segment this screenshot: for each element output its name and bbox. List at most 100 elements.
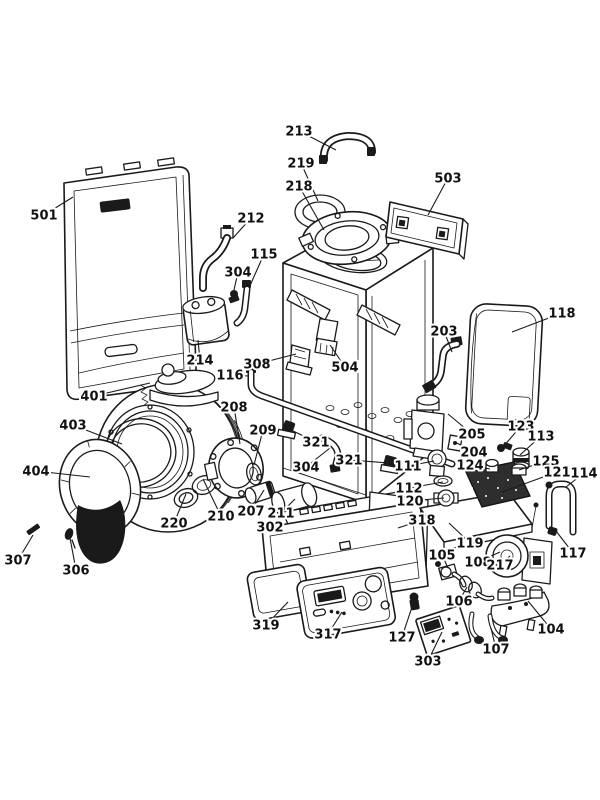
leader-line-318 xyxy=(397,519,423,529)
leader-line-504 xyxy=(329,344,346,368)
part-callout-108: 108 xyxy=(464,556,491,571)
part-callout-213: 213 xyxy=(285,125,312,140)
leader-line-304 xyxy=(305,447,331,468)
part-callout-403: 403 xyxy=(59,419,86,434)
part-callout-503: 503 xyxy=(434,172,461,187)
part-callout-114: 114 xyxy=(570,467,597,482)
leader-line-503 xyxy=(427,177,449,216)
leader-line-124 xyxy=(469,464,491,470)
leader-line-317 xyxy=(327,611,343,635)
part-callout-119: 119 xyxy=(456,537,483,552)
part-callout-317: 317 xyxy=(314,628,341,643)
distribution-pipe-116 xyxy=(246,364,456,468)
leader-line-321 xyxy=(348,459,390,464)
leader-line-107 xyxy=(490,627,497,650)
part-callout-401: 401 xyxy=(80,390,107,405)
pipe-212 xyxy=(199,225,234,292)
leader-line-127 xyxy=(401,600,415,638)
sleeve-211 xyxy=(271,482,318,515)
leader-line-214 xyxy=(197,339,201,361)
display-window xyxy=(313,585,347,607)
leader-line-212 xyxy=(232,217,252,239)
front-casing-panel xyxy=(63,157,197,401)
flange-208 xyxy=(203,437,264,499)
part-callout-104: 104 xyxy=(537,623,564,638)
part-callout-308: 308 xyxy=(243,358,270,373)
leader-line-203 xyxy=(443,330,453,353)
part-callout-318: 318 xyxy=(408,514,435,529)
bracket-204 xyxy=(447,434,463,452)
leader-line-208 xyxy=(233,406,241,445)
part-callout-115: 115 xyxy=(250,248,277,263)
part-callout-321: 321 xyxy=(335,454,362,469)
leader-line-120 xyxy=(409,497,445,502)
part-callout-321: 321 xyxy=(302,436,329,451)
leader-line-218 xyxy=(298,185,325,231)
fitting-207 xyxy=(244,480,276,505)
elbow-123 xyxy=(497,442,513,452)
part-callout-304: 304 xyxy=(292,461,319,476)
pipes-107 xyxy=(468,611,508,644)
part-callout-214: 214 xyxy=(186,354,213,369)
leader-line-219 xyxy=(300,162,319,202)
leader-line-209 xyxy=(253,429,264,466)
part-callout-127: 127 xyxy=(388,631,415,646)
fitting-124 xyxy=(485,458,499,473)
part-callout-125: 125 xyxy=(532,455,559,470)
leader-line-105 xyxy=(441,554,449,569)
part-callout-306: 306 xyxy=(62,564,89,579)
part-callout-218: 218 xyxy=(285,180,312,195)
leader-line-319 xyxy=(265,601,289,626)
leader-line-403 xyxy=(72,424,123,445)
part-callout-307: 307 xyxy=(4,554,31,569)
leader-line-303 xyxy=(427,631,443,662)
pipe-elbow-304 xyxy=(318,434,342,473)
part-callout-120: 120 xyxy=(396,495,423,510)
part-callout-205: 205 xyxy=(458,428,485,443)
part-callout-319: 319 xyxy=(252,619,279,634)
part-callout-123: 123 xyxy=(507,420,534,435)
leader-line-104 xyxy=(527,600,552,630)
part-callout-217: 217 xyxy=(486,559,513,574)
pump-volute-217 xyxy=(485,534,529,578)
leader-line-119 xyxy=(448,522,471,544)
electrode-307 xyxy=(26,523,41,536)
part-callout-113: 113 xyxy=(527,430,554,445)
return-pipe-114 xyxy=(545,480,577,536)
leader-line-113 xyxy=(519,435,542,456)
display-pcb-303 xyxy=(415,605,472,657)
fan-assembly-401 xyxy=(139,363,219,407)
leader-line-207 xyxy=(250,489,265,512)
leader-line-217 xyxy=(499,555,511,566)
part-callout-501: 501 xyxy=(30,209,57,224)
valve-111 xyxy=(427,449,447,478)
part-callout-220: 220 xyxy=(160,517,187,532)
part-callout-118: 118 xyxy=(548,307,575,322)
part-callout-304: 304 xyxy=(224,266,251,281)
trap-214 xyxy=(182,295,230,346)
fitting-106 xyxy=(459,575,495,601)
pipe-115 xyxy=(233,280,251,327)
leader-line-112 xyxy=(408,481,444,489)
part-callout-212: 212 xyxy=(237,212,264,227)
leader-line-211 xyxy=(280,498,296,514)
leader-line-204 xyxy=(454,441,475,453)
part-callout-404: 404 xyxy=(22,465,49,480)
burner-door-404 xyxy=(58,438,142,564)
part-callout-105: 105 xyxy=(428,549,455,564)
pin-306 xyxy=(64,528,76,549)
part-callout-204: 204 xyxy=(460,446,487,461)
leader-line-116 xyxy=(229,374,249,377)
fitting-112 xyxy=(433,475,453,487)
leader-line-307 xyxy=(17,534,34,561)
part-callout-211: 211 xyxy=(267,507,294,522)
control-fascia-317 xyxy=(296,566,397,639)
leader-line-125 xyxy=(518,460,547,471)
leader-line-121 xyxy=(501,471,558,493)
leader-line-501 xyxy=(43,196,74,216)
mounting-bracket-503 xyxy=(385,201,469,260)
part-callout-207: 207 xyxy=(237,505,264,520)
side-panel-118 xyxy=(464,303,544,427)
